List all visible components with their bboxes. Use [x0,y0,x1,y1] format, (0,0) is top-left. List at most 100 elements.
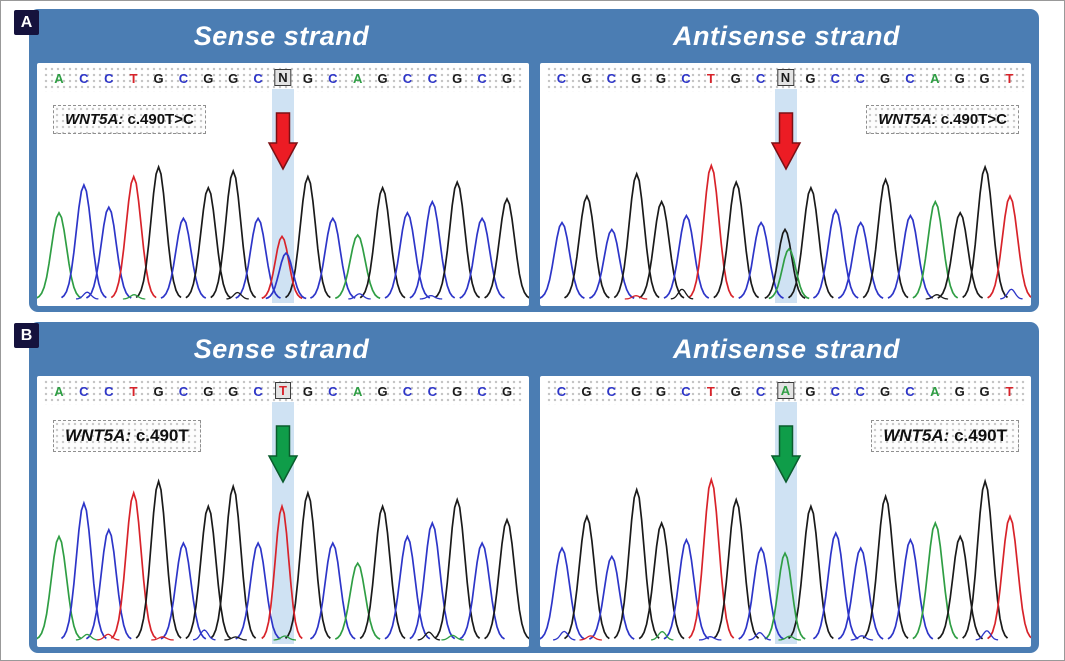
trace-peak [850,635,873,641]
base-letter: C [402,71,413,86]
trace-peak [384,210,431,299]
trace-peak [999,288,1023,300]
base-letter: G [655,71,667,86]
base-letter: G [581,384,592,399]
base-letter: T [706,71,715,86]
trace-peak [911,199,958,299]
trace-peak [135,478,182,639]
trace-peak [837,220,884,299]
base-letter: G [452,384,463,399]
base-letter: G [228,384,239,399]
base-letter: C [606,384,616,399]
variant-label: WNT5A: c.490T [53,420,201,452]
chromatogram-traces [539,112,1031,300]
mutation-base-letter: A [776,382,795,399]
trace-peak [37,534,82,640]
trace-peak [110,174,157,299]
chromatogram-traces [539,425,1031,641]
trace-peak [60,500,107,640]
gene-name: WNT5A: [878,111,937,128]
base-letter: T [706,384,715,399]
base-letter: G [631,384,642,399]
panel-a-titles: Sense strand Antisense strand [29,9,1039,63]
base-letter: A [352,384,363,399]
panel-b-label: B [14,323,39,348]
base-letter: C [855,71,865,86]
trace-peak [409,199,456,299]
trace-peak [563,513,610,640]
trace-peak [85,205,132,299]
base-letter: C [681,71,691,86]
trace-peak [887,537,933,640]
base-letter: C [328,384,338,399]
base-letter: C [905,384,915,399]
base-letter: C [681,384,691,399]
variant-change: c.490T [131,426,189,445]
trace-peak [434,496,481,640]
trace-peak [539,546,585,640]
trace-peak [417,631,441,641]
trace-peak [588,554,635,640]
trace-peak [348,293,371,300]
base-letter: G [979,71,990,86]
sense-strand-title-b: Sense strand [193,334,370,364]
trace-peak [484,196,529,299]
trace-peak [712,496,759,640]
trace-peak [226,291,249,300]
base-letter: G [501,384,513,399]
base-letter: C [905,71,915,86]
trace-peak [687,163,734,299]
trace-peak [309,541,356,640]
base-letter: C [427,71,438,86]
trace-peak [160,541,207,640]
trace-peak [925,294,948,300]
base-letter: G [153,71,164,86]
mutation-base-letter: N [274,69,292,86]
trace-peak [613,171,660,299]
trace-peak [663,537,709,640]
base-letter: C [477,71,487,86]
trace-peak [96,633,120,641]
trace-peak [409,520,456,640]
variant-change: c.490T>C [936,111,1007,128]
trace-peak [309,216,356,299]
trace-peak [334,233,381,300]
base-letter: G [631,71,642,86]
trace-peak [235,541,281,640]
trace-peak [961,164,1008,299]
base-letter: C [606,71,616,86]
trace-peak [588,227,635,299]
trace-peak [650,630,673,641]
trace-peak [911,520,958,640]
base-letter: C [402,384,413,399]
trace-peak [261,234,303,300]
base-letter: C [477,384,487,399]
base-letter: G [730,71,741,86]
panel-b-titles: Sense strand Antisense strand [29,322,1039,376]
trace-peak [85,527,132,640]
gene-name: WNT5A: [65,426,132,445]
trace-peak [837,546,884,640]
trace-peak [110,490,157,639]
base-letter: C [830,71,840,86]
trace-peak [563,194,610,299]
base-letter: G [730,384,741,399]
base-letter: A [930,384,940,399]
base-letter: G [581,71,592,86]
trace-peak [434,179,481,299]
base-letter: G [879,71,891,86]
base-letter: T [129,384,138,399]
base-letter: C [556,71,567,86]
base-letter: T [1005,71,1014,86]
antisense-strand-title-b: Antisense strand [672,334,901,364]
trace-peak [539,220,585,299]
trace-peak [261,503,303,640]
base-letter: G [302,384,313,399]
trace-peak [862,177,909,299]
trace-peak [787,503,834,640]
trace-peak [185,185,232,299]
